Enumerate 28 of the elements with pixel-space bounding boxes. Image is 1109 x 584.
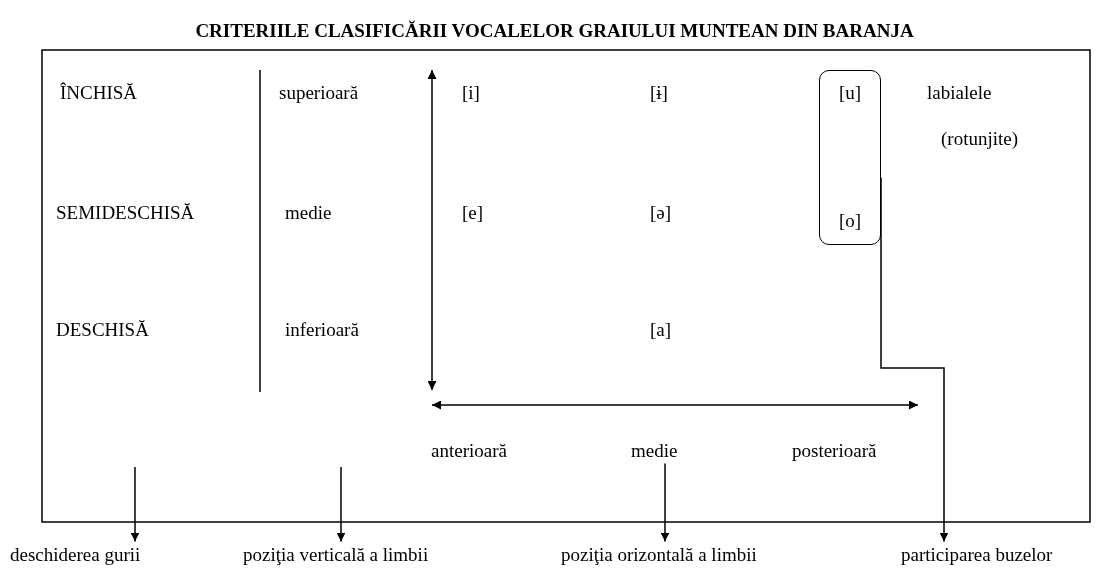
position-label: medie	[631, 440, 678, 462]
vowel-symbol: [u]	[838, 83, 862, 104]
criterion-label: participarea buzelor	[901, 544, 1053, 566]
tongue-height-label: superioară	[279, 82, 359, 104]
level-label: SEMIDESCHISĂ	[56, 202, 195, 224]
group-label: (rotunjite)	[941, 128, 1019, 150]
position-label: posterioară	[792, 440, 877, 462]
vowel-symbol: [ɨ]	[650, 82, 668, 104]
tongue-height-label: medie	[285, 202, 332, 224]
tongue-height-label: inferioară	[285, 319, 359, 341]
vowel-symbol: [e]	[462, 202, 484, 224]
group-label: labialele	[927, 82, 992, 104]
criterion-label: poziţia orizontală a limbii	[561, 544, 757, 566]
arrow	[660, 462, 670, 543]
vowel-symbol: [o]	[838, 211, 862, 232]
rounded-box	[819, 70, 881, 245]
arrow	[336, 466, 346, 543]
arrow	[880, 176, 949, 543]
vowel-symbol: [ə]	[650, 202, 672, 224]
criterion-label: poziţia verticală a limbii	[243, 544, 429, 566]
arrow	[130, 466, 140, 543]
title: CRITERIILE CLASIFICĂRII VOCALELOR GRAIULUI MUNTEAN DIN BARANJA	[194, 20, 915, 42]
vowel-symbol: [a]	[650, 319, 672, 341]
level-label: ÎNCHISĂ	[60, 82, 138, 104]
level-label: DESCHISĂ	[56, 319, 149, 341]
vowel-symbol: [i]	[462, 82, 480, 104]
criterion-label: deschiderea gurii	[10, 544, 141, 566]
position-label: anterioară	[431, 440, 507, 462]
